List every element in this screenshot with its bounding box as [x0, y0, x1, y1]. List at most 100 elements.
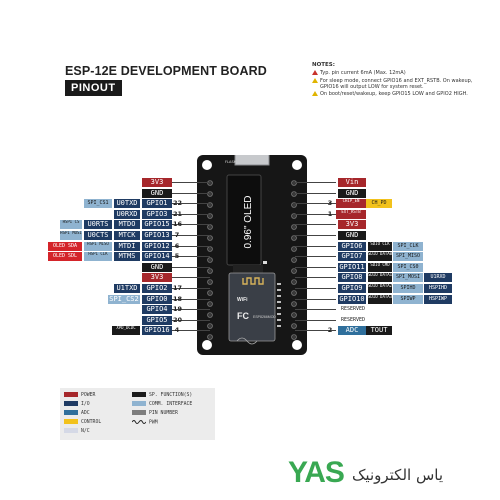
pin-comm-label: SPIHD	[393, 284, 423, 293]
antenna-wave	[236, 337, 258, 345]
pin-connector-line	[170, 298, 210, 300]
pin-number: 4	[174, 326, 180, 335]
dev-board: 0.96" OLED WiFi FC ESP8266MOD FLASH	[197, 155, 307, 355]
note-text: Typ. pin current 6mA (Max. 12mA)	[320, 70, 406, 77]
pin-comm-label: SPI_MOSI	[393, 273, 423, 283]
pin-function-label: SDIO CLK	[368, 241, 392, 251]
pin-connector-line	[295, 182, 336, 183]
legend-swatch	[132, 410, 146, 415]
notes-panel: NOTES: Typ. pin current 6mA (Max. 12mA) …	[312, 62, 487, 98]
pin-number: 17	[173, 284, 183, 292]
pin-gpio-label: GPIO7	[338, 252, 366, 262]
warning-icon	[312, 77, 318, 83]
pin-function-label: EXT_RSTB	[336, 209, 366, 219]
pin-gpio-label: GPIO3	[142, 209, 172, 219]
pin-gpio-label: GPIO11	[338, 262, 366, 272]
pin-connector-line	[170, 256, 210, 258]
module-pads	[277, 283, 281, 327]
pin-comm-label: SPIWP	[393, 294, 423, 304]
pin-connector-line	[295, 309, 336, 311]
esp-module	[228, 272, 276, 342]
pin-comm-label: SPI_CS1	[84, 199, 112, 209]
legend-item: I/O	[64, 401, 90, 407]
pin-gpio-label: GPIO1	[142, 199, 172, 209]
pin-connector-line	[295, 256, 336, 258]
legend-item: PWM	[131, 419, 158, 426]
pin-gpio-label: GPIO16	[142, 326, 172, 336]
pin-gpio-label: 3V3	[338, 220, 366, 230]
pin-gpio-label: GND	[338, 231, 366, 240]
note-item: Typ. pin current 6mA (Max. 12mA)	[312, 70, 487, 76]
pin-comm-label: SPI_CLK	[393, 241, 423, 251]
pin-extra-label: HSPIHD	[424, 284, 452, 293]
pin-gpio-label: GPIO9	[338, 284, 366, 293]
pin-comm-label: HSPI CS	[60, 220, 82, 230]
module-label: ESP8266MOD	[253, 315, 276, 319]
pin-gpio-label: GPIO12	[142, 241, 172, 251]
legend-item: PIN NUMBER	[132, 410, 178, 416]
oled-ribbon	[233, 265, 263, 275]
pin-connector-line	[295, 298, 336, 300]
pin-function-label: U0CTS	[84, 231, 112, 240]
pin-number: 5	[174, 252, 180, 261]
pin-function-label: MTMS	[114, 252, 140, 262]
warning-icon	[312, 70, 318, 76]
pin-function-label: SDIO DATA0	[368, 252, 392, 262]
pin-gpio-label: GPIO4	[142, 305, 172, 315]
pin-function-label: TOUT	[366, 326, 392, 336]
pin-connector-line	[170, 235, 210, 236]
left-header-pins	[207, 180, 213, 340]
pin-gpio-label: GPIO8	[338, 273, 366, 283]
diagram-title: ESP-12E DEVELOPMENT BOARD	[65, 64, 267, 78]
pin-function-label: MTDO	[114, 220, 140, 230]
note-item: On boot/reset/wakeup, keep GPIO15 LOW an…	[312, 91, 487, 97]
pwm-icon	[131, 420, 147, 424]
mount-hole	[292, 340, 302, 350]
pin-comm-label: SPI_CS0	[393, 262, 423, 272]
pin-number: 6	[174, 241, 180, 250]
pin-function-label: MTCK	[114, 231, 140, 240]
pin-function-label: SDIO CMD	[368, 262, 392, 272]
legend-swatch	[64, 401, 78, 406]
pin-function-label: U1TXD	[114, 284, 140, 293]
pin-gpio-label: GPIO6	[338, 241, 366, 251]
legend-swatch	[64, 419, 78, 424]
pin-number: 19	[173, 305, 183, 314]
mount-hole	[202, 340, 212, 350]
pin-function-label: MTDI	[114, 241, 140, 251]
pin-gpio-label: ADC	[338, 326, 366, 336]
pin-oled-label: OLED SDA	[48, 241, 82, 251]
legend-swatch	[64, 392, 78, 397]
pin-number: 7	[174, 231, 180, 239]
pin-extra-label: HSPIWP	[424, 294, 452, 304]
pin-function-label: CHIP_EN	[336, 199, 366, 209]
pin-function-label: SDIO DATA3	[368, 294, 392, 304]
pin-function-label: SPI_CS2	[108, 294, 140, 304]
pin-gpio-label: 3V3	[142, 178, 172, 187]
oled-label: 0.96" OLED	[243, 195, 254, 249]
flash-label: FLASH	[225, 160, 237, 164]
oled-label-wrap: 0.96" OLED	[243, 187, 254, 257]
pin-function-label: U0RXD	[114, 209, 140, 219]
right-header-pins	[291, 180, 297, 340]
pin-gpio-label: Vin	[338, 178, 366, 187]
pin-gpio-label: GND	[142, 262, 172, 272]
pin-comm-label: HSPI CLK	[84, 252, 112, 262]
note-text: On boot/reset/wakeup, keep GPIO15 LOW an…	[320, 91, 468, 98]
pin-number: 3	[327, 199, 333, 208]
pin-function-label: U0TXD	[114, 199, 140, 209]
pin-number: 21	[173, 209, 183, 218]
legend-swatch	[132, 401, 146, 406]
pin-connector-line	[295, 224, 336, 226]
mount-hole	[202, 160, 212, 170]
pin-function-label: CH_PD	[366, 199, 392, 209]
pin-number: 18	[173, 294, 183, 303]
pin-number: 1	[327, 209, 333, 218]
note-text: For sleep mode, connect GPIO16 and EXT_R…	[320, 77, 473, 90]
pin-oled-label: OLED SDL	[48, 252, 82, 262]
fc-logo: FC	[237, 311, 249, 321]
legend-item: POWER	[64, 392, 95, 398]
pin-connector-line	[295, 266, 336, 268]
legend-panel: POWER I/O ADC CONTROL N/C SP. FUNCTION(S…	[60, 388, 215, 440]
